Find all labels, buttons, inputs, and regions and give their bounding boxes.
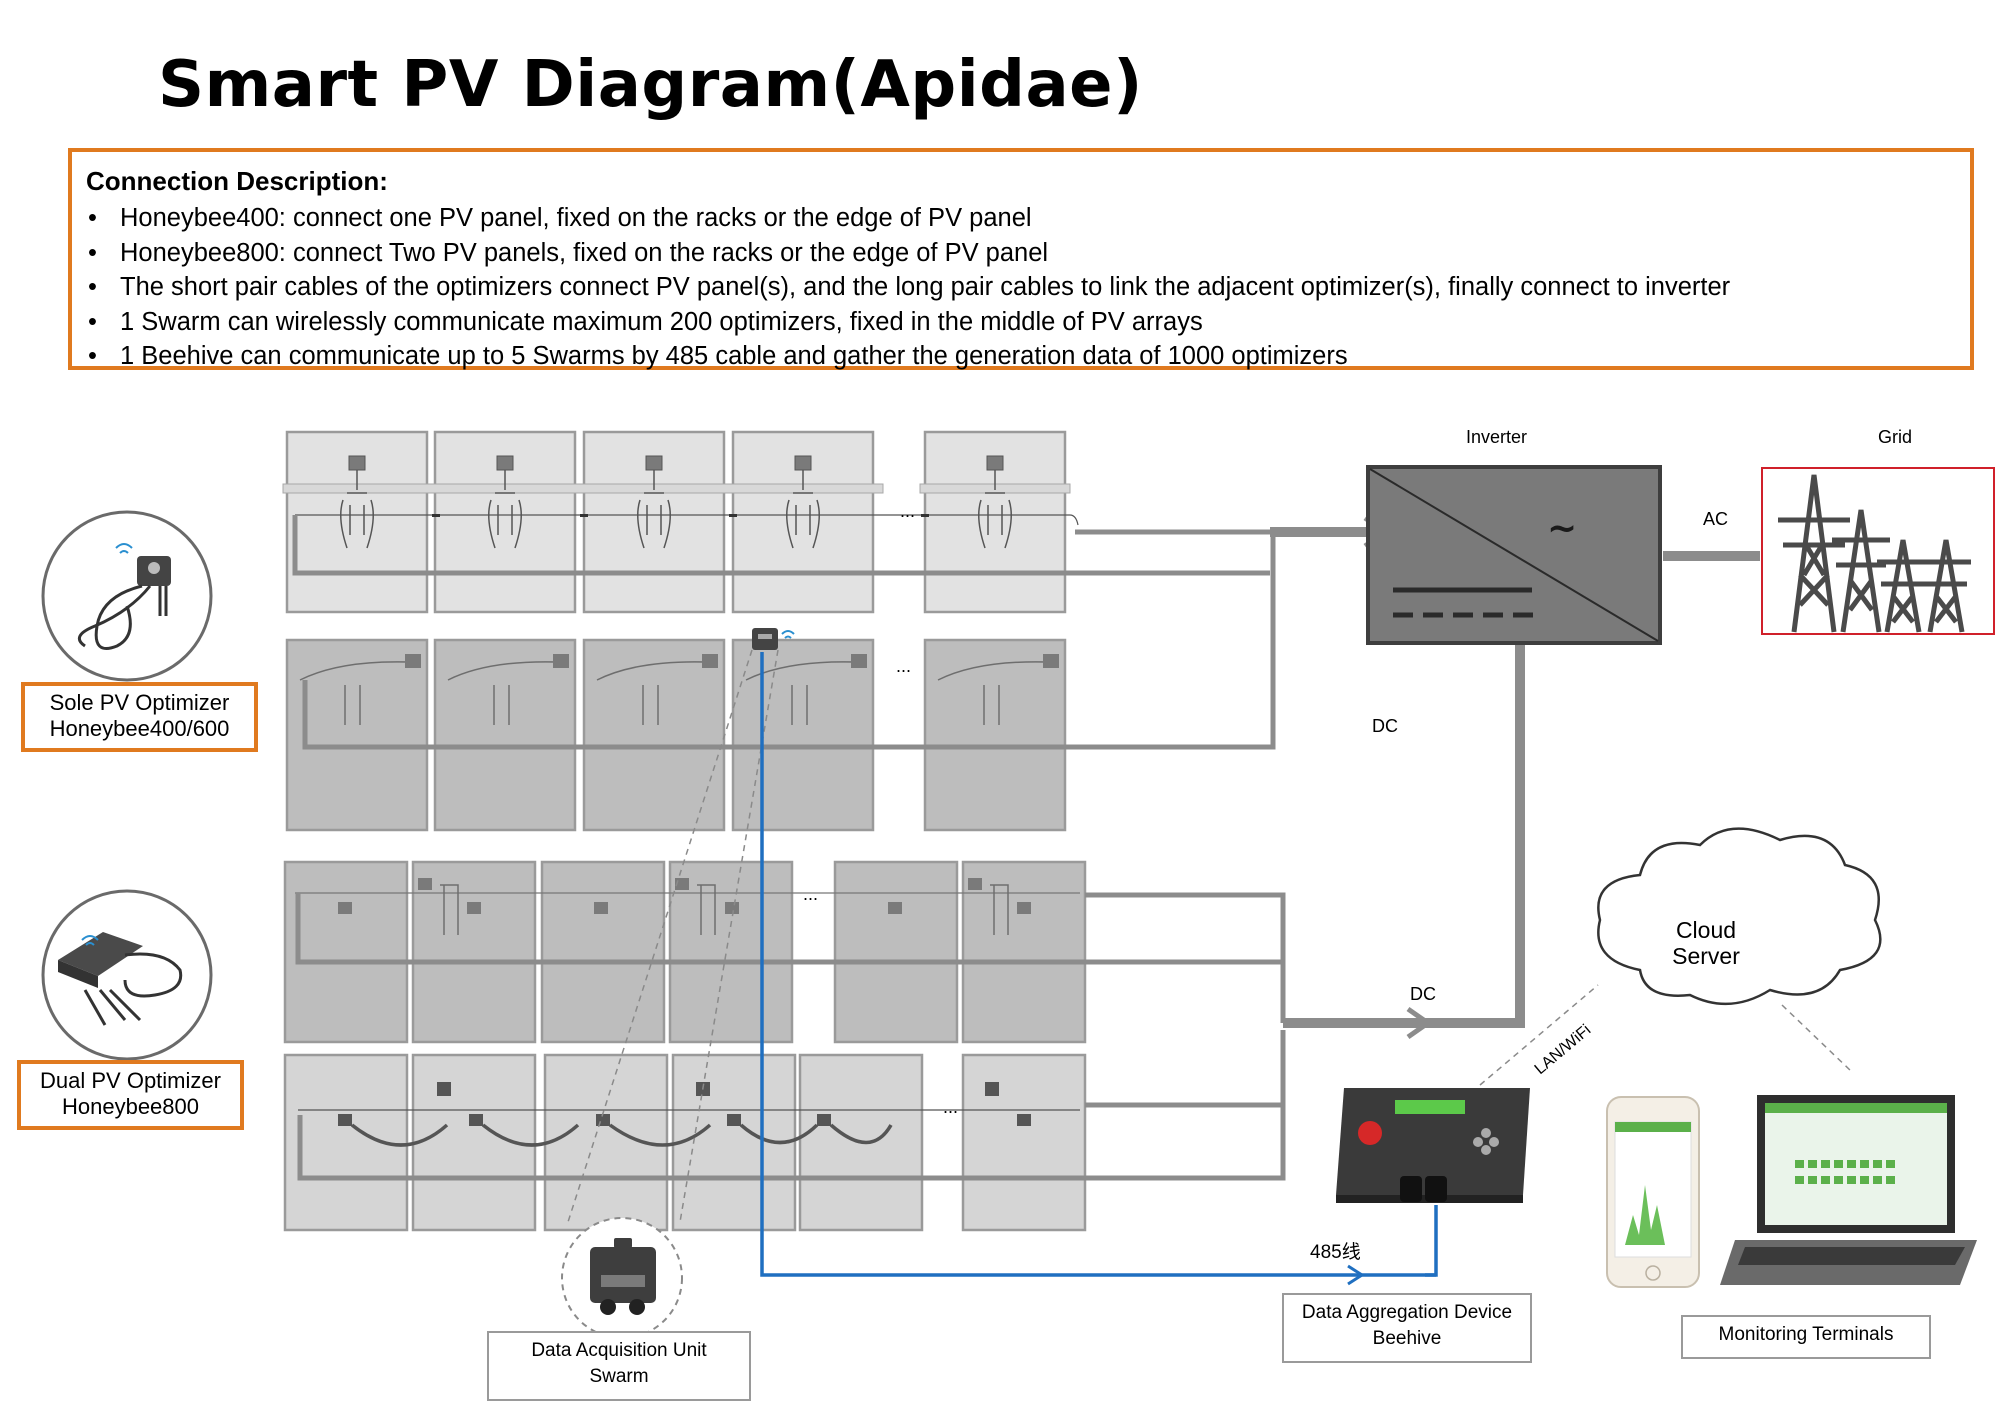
pv-panel bbox=[923, 638, 1067, 832]
row-ellipsis: ... bbox=[943, 1097, 958, 1117]
sole-optimizer-icon bbox=[645, 455, 663, 471]
sole-optimizer-icon bbox=[496, 455, 514, 471]
dc-label-lower: DC bbox=[1410, 984, 1436, 1004]
swarm-label-line1: Data Acquisition Unit bbox=[531, 1340, 707, 1361]
pv-panel bbox=[411, 860, 537, 1044]
grid-towers-icon bbox=[1761, 467, 1995, 635]
beehive-device-icon bbox=[1336, 1088, 1530, 1203]
pv-panel bbox=[668, 860, 794, 1044]
cloud-server-icon: Cloud Server bbox=[1597, 827, 1882, 1006]
swarm-callout-box: Data Acquisition Unit Swarm bbox=[487, 1331, 751, 1401]
monitoring-terminals-callout: Monitoring Terminals bbox=[1681, 1315, 1931, 1359]
sole-optimizer-label-line1: Sole PV Optimizer bbox=[49, 690, 230, 715]
description-heading: Connection Description: bbox=[86, 166, 388, 196]
description-item: 1 Beehive can communicate up to 5 Swarms… bbox=[86, 339, 1956, 374]
description-item: Honeybee800: connect Two PV panels, fixe… bbox=[86, 236, 1956, 271]
sole-optimizer-icon bbox=[348, 455, 366, 471]
pv-panel bbox=[433, 638, 577, 832]
sole-optimizer-device-icon bbox=[41, 510, 213, 682]
pv-panel bbox=[540, 860, 666, 1044]
swarm-mini-icon bbox=[752, 628, 795, 650]
sole-optimizer-label-line2: Honeybee400/600 bbox=[49, 716, 230, 741]
pv-array-row-4: ... bbox=[283, 1030, 1286, 1232]
lan-wifi-label: LAN/WiFi bbox=[1532, 1022, 1595, 1078]
dc-label-upper: DC bbox=[1372, 716, 1398, 736]
beehive-label-line1: Data Aggregation Device bbox=[1301, 1302, 1513, 1323]
pv-panel bbox=[961, 860, 1087, 1044]
sole-optimizer-callout: Sole PV Optimizer Honeybee400/600 bbox=[21, 682, 258, 752]
pv-panel bbox=[961, 1053, 1087, 1232]
dual-optimizer-callout: Dual PV Optimizer Honeybee800 bbox=[17, 1060, 244, 1130]
dual-optimizer-label-line2: Honeybee800 bbox=[61, 1094, 199, 1119]
swarm-callout bbox=[561, 649, 779, 1339]
description-item: The short pair cables of the optimizers … bbox=[86, 270, 1956, 305]
ac-label: AC bbox=[1703, 509, 1728, 529]
phone-icon bbox=[1606, 1096, 1700, 1288]
rs485-label: 485线 bbox=[1310, 1241, 1361, 1263]
cloud-label-line2: Server bbox=[1672, 943, 1740, 969]
pv-array-row-2: ... bbox=[285, 529, 1285, 832]
row-ellipsis: ... bbox=[896, 656, 911, 676]
pv-panel bbox=[285, 638, 429, 832]
rs485-cable bbox=[760, 652, 1436, 1277]
dual-optimizer-label-line1: Dual PV Optimizer bbox=[40, 1068, 221, 1093]
dc-cable-lower bbox=[1283, 640, 1525, 1040]
inverter-ac-symbol: ~ bbox=[1547, 508, 1577, 549]
pv-panel bbox=[283, 860, 409, 1044]
description-item: Honeybee400: connect one PV panel, fixed… bbox=[86, 201, 1956, 236]
row-ellipsis: ... bbox=[900, 501, 915, 521]
pv-panel bbox=[582, 638, 726, 832]
connection-description-box: Connection Description: Honeybee400: con… bbox=[68, 148, 1974, 373]
description-list: Honeybee400: connect one PV panel, fixed… bbox=[86, 201, 1956, 374]
monitoring-label: Monitoring Terminals bbox=[1718, 1324, 1894, 1345]
row-ellipsis: ... bbox=[803, 884, 818, 904]
sole-optimizer-icon bbox=[794, 455, 812, 471]
page-title: Smart PV Diagram(Apidae) bbox=[158, 48, 1143, 122]
inverter: ~ bbox=[1366, 465, 1662, 645]
pv-panel bbox=[833, 860, 959, 1044]
pv-array-row-3: ... bbox=[283, 860, 1286, 1044]
sole-optimizer-icon bbox=[986, 455, 1004, 471]
description-item: 1 Swarm can wirelessly communicate maxim… bbox=[86, 305, 1956, 340]
cloud-label-line1: Cloud bbox=[1676, 917, 1736, 943]
grid-label: Grid bbox=[1878, 427, 1912, 447]
pv-array-row-1: ... bbox=[282, 430, 1270, 614]
swarm-label-line2: Swarm bbox=[589, 1366, 649, 1387]
laptop-icon bbox=[1720, 1095, 1977, 1285]
beehive-label-line2: Beehive bbox=[1372, 1328, 1442, 1349]
inverter-label: Inverter bbox=[1466, 427, 1527, 447]
dual-optimizer-device-icon bbox=[41, 889, 213, 1061]
beehive-callout-box: Data Aggregation Device Beehive bbox=[1282, 1293, 1532, 1363]
pv-panel bbox=[731, 638, 875, 832]
